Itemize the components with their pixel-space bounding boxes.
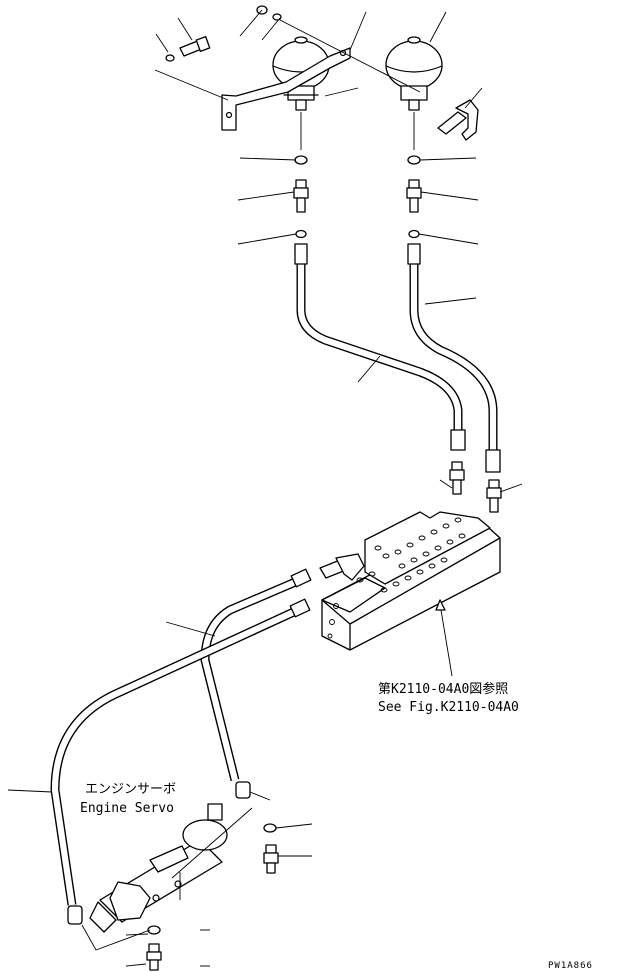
valve-block	[321, 511, 501, 651]
engine-servo-label-en: Engine Servo	[80, 801, 174, 816]
mounting-bracket	[221, 47, 351, 131]
hose-left	[294, 243, 466, 451]
o-ring-left-2	[295, 229, 307, 239]
o-ring-right-2	[408, 229, 420, 239]
fig-reference-jp: 第K2110-04A0図参照	[378, 681, 508, 697]
o-ring-left-1	[294, 155, 308, 165]
elbow-fitting-top	[437, 99, 479, 141]
o-ring-right-1	[407, 155, 421, 165]
adapter-valve-right	[486, 479, 502, 513]
engine-servo-label-jp: エンジンサーボ	[85, 782, 176, 797]
accumulator-left	[272, 36, 330, 150]
hose-lower-2	[50, 598, 311, 925]
o-ring-servo-lower	[147, 925, 161, 935]
adapter-servo-upper	[263, 844, 279, 874]
o-ring-servo-upper	[263, 823, 277, 833]
adapter-right	[406, 179, 422, 213]
leader-lines	[7, 9, 523, 967]
adapter-valve-left	[449, 461, 465, 495]
engine-servo	[89, 803, 228, 933]
bolt	[165, 5, 282, 62]
hose-right	[407, 243, 501, 473]
hose-lower-1	[200, 568, 312, 799]
accumulator-right	[385, 36, 443, 150]
elbow-fitting-valve	[319, 553, 365, 581]
drawing-code: PW1A866	[548, 961, 593, 971]
valve-ports	[327, 517, 466, 639]
adapter-left	[293, 179, 309, 213]
fig-reference-en: See Fig.K2110-04A0	[378, 700, 519, 715]
adapter-servo-lower	[146, 943, 162, 971]
